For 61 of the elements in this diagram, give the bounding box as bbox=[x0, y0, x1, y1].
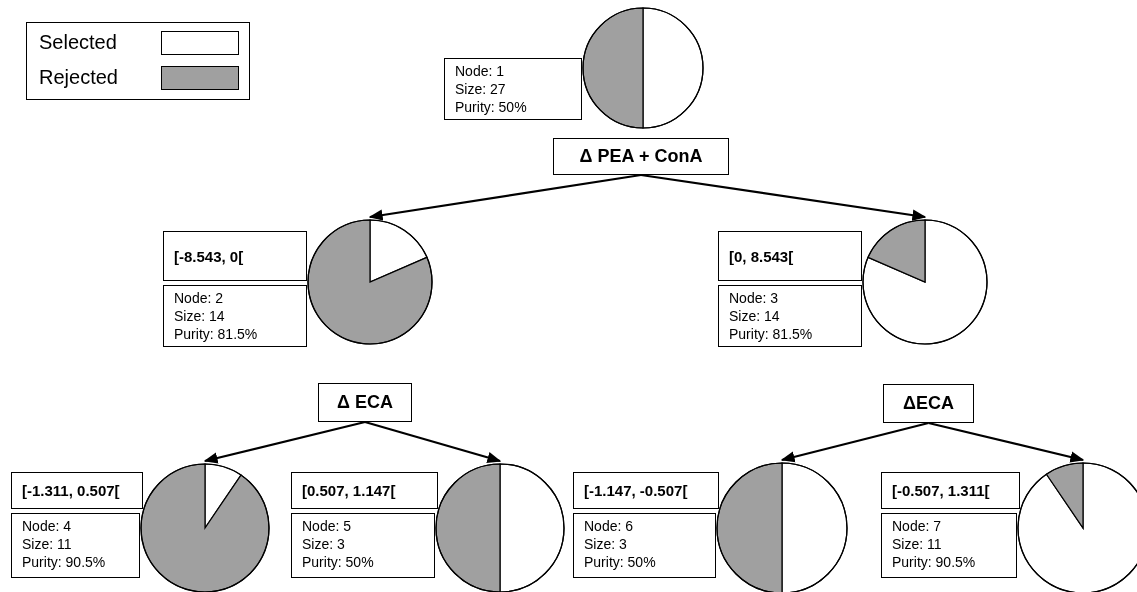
stat-text: Purity: 50% bbox=[302, 553, 375, 571]
legend-label: Selected bbox=[39, 31, 117, 54]
stat-text: Purity: 81.5% bbox=[729, 325, 814, 343]
split-criterion-box bbox=[318, 383, 412, 422]
interval-box bbox=[573, 472, 719, 509]
stat-text: Purity: 90.5% bbox=[892, 553, 977, 571]
stat-text: Size: 11 bbox=[22, 535, 73, 553]
split-criterion-box bbox=[553, 138, 729, 175]
stat-text: Purity: 50% bbox=[584, 553, 657, 571]
split-criterion-box bbox=[883, 384, 974, 423]
node-info-box bbox=[163, 285, 308, 347]
pie-chart bbox=[435, 463, 565, 592]
split-label: Δ PEA + ConA bbox=[579, 146, 703, 167]
split-label: Δ ECA bbox=[337, 392, 393, 413]
arrow bbox=[780, 421, 929, 463]
stat-text: Node: 7 bbox=[892, 517, 943, 535]
pie-chart bbox=[140, 463, 270, 592]
interval-box bbox=[291, 472, 438, 509]
interval-label: [-1.147, -0.507[ bbox=[584, 482, 688, 499]
stat-text: Node: 3 bbox=[729, 289, 780, 307]
pie-chart bbox=[716, 462, 848, 592]
arrow bbox=[928, 421, 1085, 463]
pie-chart bbox=[1017, 462, 1137, 592]
node-info-box bbox=[11, 513, 140, 578]
stat-text: Size: 3 bbox=[584, 535, 628, 553]
node-info-box bbox=[444, 58, 582, 120]
stat-text: Size: 14 bbox=[729, 307, 781, 325]
stat-text: Node: 5 bbox=[302, 517, 353, 535]
stat-text: Size: 14 bbox=[174, 307, 226, 325]
stat-text: Size: 27 bbox=[455, 80, 507, 98]
node-info-box bbox=[718, 285, 863, 347]
interval-box bbox=[718, 231, 862, 281]
interval-label: [-1.311, 0.507[ bbox=[22, 482, 120, 499]
stat-text: Node: 4 bbox=[22, 517, 73, 535]
node-info-box bbox=[291, 513, 435, 578]
stat-text: Node: 2 bbox=[174, 289, 225, 307]
split-label: ΔECA bbox=[903, 393, 954, 414]
legend-label: Rejected bbox=[39, 66, 118, 89]
arrow bbox=[364, 420, 502, 463]
node-info-box bbox=[573, 513, 716, 578]
pie-chart bbox=[862, 219, 988, 345]
stat-text: Purity: 81.5% bbox=[174, 325, 259, 343]
interval-label: [-8.543, 0[ bbox=[174, 247, 244, 265]
interval-label: [-0.507, 1.311[ bbox=[892, 482, 990, 499]
interval-label: [0, 8.543[ bbox=[729, 247, 794, 265]
pie-chart bbox=[582, 7, 704, 129]
arrow bbox=[368, 173, 642, 221]
interval-label: [0.507, 1.147[ bbox=[302, 482, 396, 499]
stat-text: Node: 1 bbox=[455, 62, 506, 80]
pie-chart bbox=[307, 219, 433, 345]
stat-text: Size: 3 bbox=[302, 535, 346, 553]
node-info-box bbox=[881, 513, 1017, 578]
stat-text: Purity: 50% bbox=[455, 98, 528, 116]
interval-box bbox=[11, 472, 143, 509]
stat-text: Purity: 90.5% bbox=[22, 553, 107, 571]
interval-box bbox=[163, 231, 307, 281]
stat-text: Node: 6 bbox=[584, 517, 635, 535]
interval-box bbox=[881, 472, 1020, 509]
arrow bbox=[640, 173, 927, 221]
arrow bbox=[203, 420, 366, 464]
stat-text: Size: 11 bbox=[892, 535, 943, 553]
